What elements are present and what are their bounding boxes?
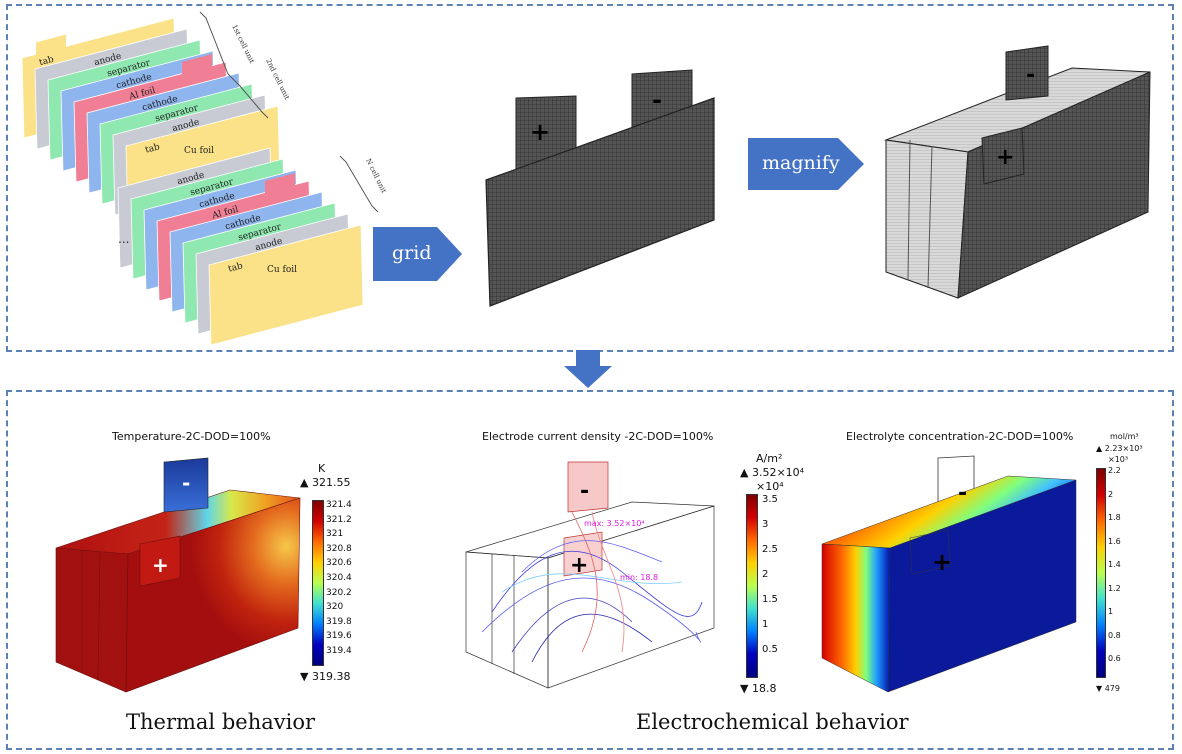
sheet-plus-label: + — [530, 118, 550, 146]
tick-label: 321.4 — [326, 500, 352, 510]
tick-label: 321.2 — [326, 514, 352, 525]
layer-tab — [36, 34, 66, 59]
thermal-colorbar — [312, 500, 324, 666]
electrode-scale: ×10⁴ — [756, 480, 784, 493]
electrode-streamline-model: + - max: 3.52×10⁴ min: 18.8 — [465, 461, 715, 689]
tick-label: 3.5 — [762, 494, 778, 505]
layer-tab — [265, 173, 295, 197]
thermal-caption: Thermal behavior — [126, 710, 315, 734]
grid-arrow-label: grid — [392, 242, 432, 264]
meshed-electrode-sheet: + - — [485, 69, 715, 307]
grid-arrow — [373, 227, 462, 281]
thermal-max-label: ▲ 321.55 — [300, 476, 351, 489]
tick-label: 1.5 — [762, 594, 778, 605]
tick-label: 2.2 — [1108, 466, 1121, 475]
cell-unit-bracket-n: N cell unit — [339, 155, 388, 213]
thermal-plus-label: + — [152, 553, 169, 577]
electrolyte-plus-label: + — [932, 548, 952, 576]
electrode-plus-label: + — [570, 553, 588, 578]
tick-label: 1.4 — [1108, 560, 1121, 569]
electrolyte-scale: ×10³ — [1108, 455, 1129, 464]
block-plus-label: + — [996, 145, 1014, 170]
thermal-min-label: ▼ 319.38 — [300, 670, 351, 683]
magnify-arrow — [748, 138, 864, 190]
tick-label: 321 — [326, 529, 344, 540]
electrolyte-colorbar — [1096, 468, 1106, 678]
tick-label: 0.8 — [1108, 630, 1121, 640]
down-arrow — [564, 350, 612, 388]
tick-label: 320.4 — [326, 573, 352, 583]
tick-label: 1 — [1108, 607, 1114, 616]
sheet-minus-label: - — [652, 86, 662, 114]
tick-label: 319.6 — [326, 631, 352, 642]
electrolyte-model: - + — [821, 455, 1077, 693]
electrode-max-label: ▲ 3.52×10⁴ — [740, 466, 805, 479]
electrode-min-label: ▼ 18.8 — [740, 682, 777, 695]
electrode-minus-label: - — [580, 479, 589, 504]
bracket-label-1: 1st cell unit — [230, 23, 256, 64]
electrolyte-title: Electrolyte concentration-2C-DOD=100% — [846, 430, 1074, 443]
stack-ellipsis: ... — [118, 232, 129, 246]
bracket-label-n: N cell unit — [364, 157, 388, 194]
tick-label: 320.6 — [326, 558, 352, 569]
electrolyte-max-label: ▲ 2.23×10³ — [1096, 444, 1143, 453]
electrode-colorbar — [746, 494, 758, 678]
tick-label: 3 — [762, 519, 769, 530]
tick-label: 319.4 — [326, 646, 352, 656]
thermal-title: Temperature-2C-DOD=100% — [112, 430, 271, 443]
electrochem-caption: Electrochemical behavior — [636, 710, 909, 734]
tick-label: 0.5 — [762, 644, 778, 655]
electrode-max-annotation: max: 3.52×10⁴ — [584, 519, 645, 528]
bottom-panel — [6, 390, 1174, 750]
electrode-unit: A/m² — [756, 452, 783, 465]
tick-label: 1.2 — [1108, 583, 1121, 593]
thermal-model: - + — [55, 457, 301, 693]
tick-label: 2.5 — [762, 544, 778, 555]
layer-tab — [182, 54, 212, 78]
electrolyte-unit: mol/m³ — [1110, 432, 1139, 441]
layer-label-cu-foil: Cu foil — [184, 146, 214, 156]
tick-label: 1 — [762, 619, 769, 630]
layer-label-tab: tab — [227, 261, 244, 275]
bracket-label-2: 2nd cell unit — [264, 57, 291, 101]
tick-label: 320.8 — [326, 543, 352, 554]
tick-label: 2 — [1108, 489, 1114, 499]
tick-label: 0.6 — [1108, 654, 1121, 663]
tick-label: 2 — [762, 569, 769, 580]
magnify-arrow-label: magnify — [762, 152, 840, 174]
tick-label: 320.2 — [326, 587, 352, 598]
thermal-unit: K — [318, 462, 326, 475]
layer-tab — [208, 224, 364, 346]
thermal-minus-label: - — [182, 471, 190, 495]
electrolyte-minus-label: - — [958, 481, 967, 506]
layer-label-cu-foil: Cu foil — [267, 265, 297, 275]
electrode-min-annotation: min: 18.8 — [620, 573, 658, 582]
tick-label: 320 — [326, 602, 344, 613]
magnified-cell-block: - + — [884, 45, 1151, 299]
electrode-title: Electrode current density -2C-DOD=100% — [482, 430, 714, 443]
electrolyte-min-label: ▼ 479 — [1096, 684, 1120, 693]
block-minus-label: - — [1026, 63, 1035, 88]
tick-label: 1.8 — [1108, 513, 1121, 522]
tick-label: 319.8 — [326, 616, 352, 627]
tick-label: 1.6 — [1108, 536, 1121, 546]
layer-label-tab: tab — [144, 142, 161, 156]
